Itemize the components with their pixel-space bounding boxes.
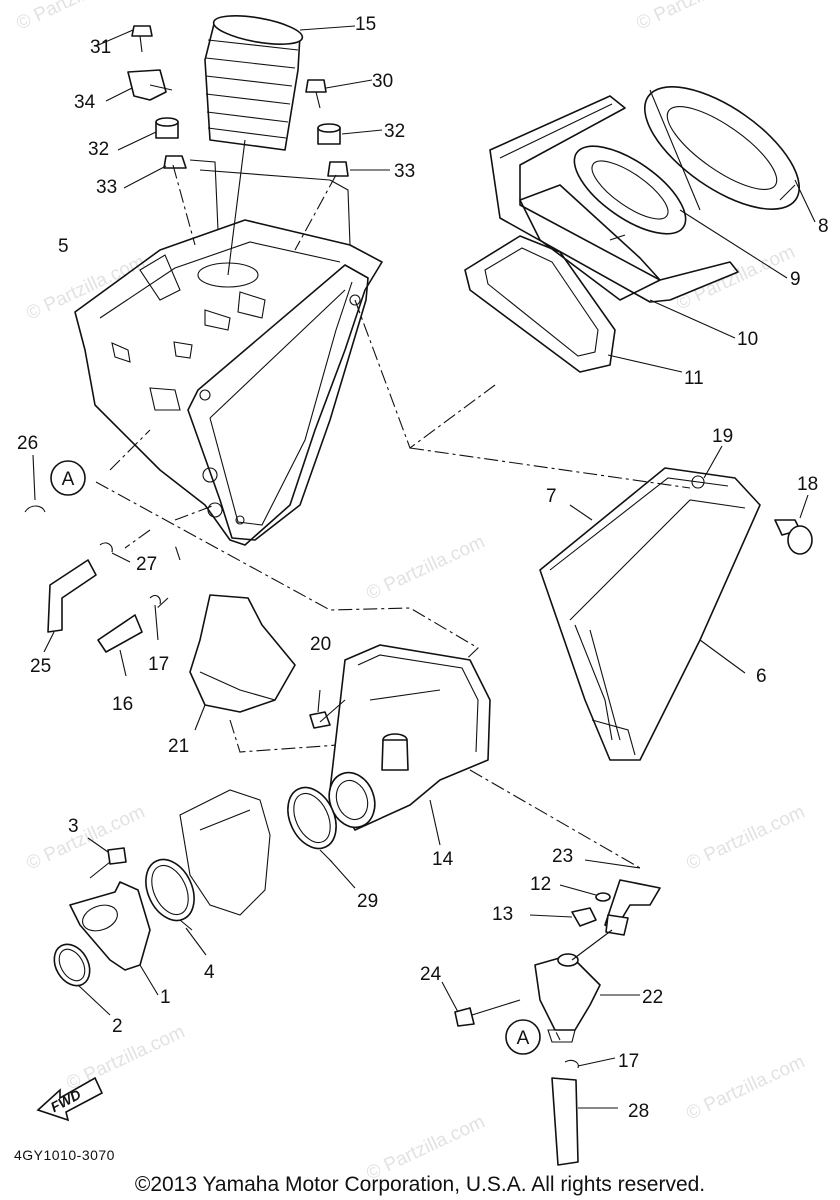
callout: 4	[204, 962, 215, 983]
watermark: © Partzilla.com	[683, 801, 808, 874]
callout: 18	[797, 474, 818, 495]
callout: 17	[148, 654, 169, 675]
callout: 21	[168, 736, 189, 757]
gasket	[464, 235, 683, 373]
filter-frame	[489, 95, 788, 339]
callout: 14	[432, 849, 454, 870]
callout: 6	[756, 666, 767, 687]
callout: 7	[546, 486, 557, 507]
watermark: © Partzilla.com	[63, 1021, 188, 1094]
bracket-hardware	[529, 859, 661, 936]
callout: 8	[818, 216, 829, 237]
callout: 28	[628, 1101, 649, 1122]
clamp-29	[287, 786, 356, 889]
carburetor-outline	[179, 789, 271, 916]
callout: 31	[90, 37, 111, 58]
drain-hose-parts	[24, 454, 161, 677]
watermark: © Partzilla.com	[13, 0, 138, 35]
callout: 19	[712, 426, 733, 447]
alignment-lines	[95, 299, 691, 1041]
hardware-top-center	[294, 79, 390, 251]
callout: 12	[530, 874, 551, 895]
callout: 3	[68, 816, 79, 837]
callout: 22	[642, 987, 663, 1008]
watermark: © Partzilla.com	[683, 1051, 808, 1124]
callout: 5	[58, 236, 69, 257]
intake-boot	[204, 15, 356, 276]
reference-marker-a-bottom: A	[505, 1019, 541, 1055]
callout: 2	[112, 1016, 123, 1037]
boot-21	[189, 594, 296, 731]
callout: 9	[790, 269, 801, 290]
callout: 26	[17, 433, 38, 454]
hardware-top-left	[95, 25, 196, 246]
callout: 17	[618, 1051, 639, 1072]
marker-label: A	[517, 1028, 530, 1049]
intake-joint	[309, 644, 491, 846]
callout-numbers: 31 15 30 34 32 32 33 33 5 8 9 10 11 26 1…	[17, 14, 829, 1122]
callout: 29	[357, 891, 378, 912]
callout: 33	[394, 161, 415, 182]
callout: 11	[684, 368, 704, 389]
callout: 16	[112, 694, 133, 715]
callout: 15	[355, 14, 376, 35]
carburetor-joint	[53, 837, 159, 1016]
watermark: © Partzilla.com	[23, 251, 148, 324]
callout: 30	[372, 71, 393, 92]
callout: 27	[136, 554, 157, 575]
copyright-notice: ©2013 Yamaha Motor Corporation, U.S.A. A…	[135, 1173, 705, 1196]
watermark: © Partzilla.com	[23, 801, 148, 874]
clamp-4	[145, 858, 207, 956]
callout: 32	[384, 121, 405, 142]
watermark: © Partzilla.com	[633, 0, 758, 35]
watermark: © Partzilla.com	[673, 241, 798, 314]
air-filter	[643, 86, 816, 223]
callout: 24	[420, 964, 442, 985]
callout: 13	[492, 904, 513, 925]
breather-assembly	[441, 929, 640, 1166]
watermark: © Partzilla.com	[363, 531, 488, 604]
marker-label: A	[62, 469, 75, 490]
callout: 1	[160, 987, 171, 1008]
callout: 33	[96, 177, 117, 198]
diagram-code: 4GY1010-3070	[14, 1147, 115, 1163]
callout: 32	[88, 139, 109, 160]
callout: 23	[552, 846, 573, 867]
reference-marker-a-top: A	[50, 460, 86, 496]
callout: 34	[74, 92, 96, 113]
air-box-case	[74, 159, 383, 546]
callout: 10	[737, 329, 758, 350]
callout: 20	[310, 634, 331, 655]
callout: 25	[30, 656, 51, 677]
air-box-cover	[539, 445, 813, 761]
